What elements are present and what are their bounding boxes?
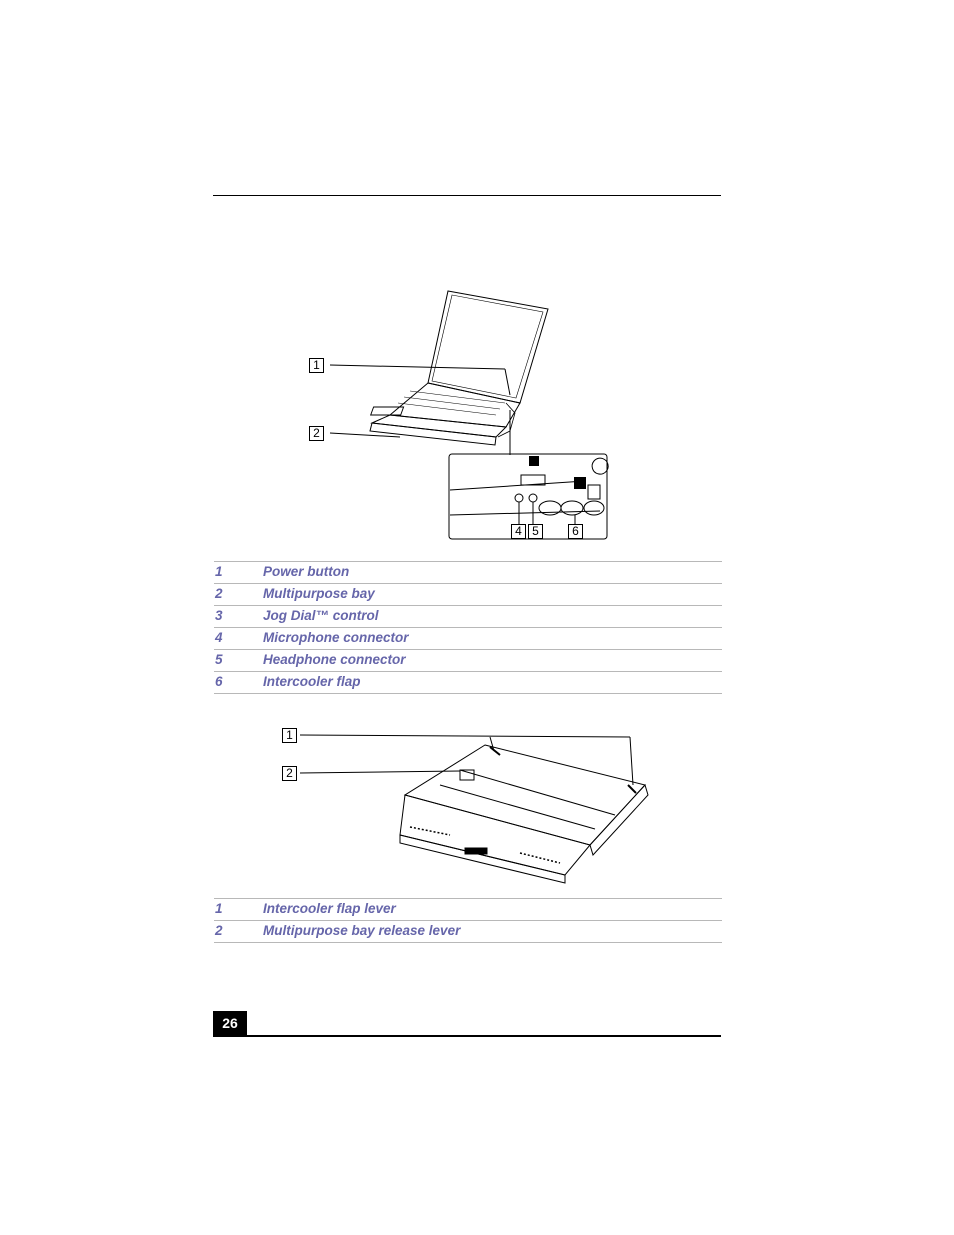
legend-row: 1 Intercooler flap lever bbox=[214, 898, 722, 921]
legend-label: Headphone connector bbox=[263, 652, 406, 667]
legend-label: Power button bbox=[263, 564, 350, 579]
legend-row: 2 Multipurpose bay release lever bbox=[214, 921, 722, 943]
legend-number: 2 bbox=[215, 923, 223, 938]
legend-row: 2 Multipurpose bay bbox=[214, 584, 722, 606]
figure1-callout-2: 2 bbox=[309, 426, 324, 441]
legend-label: Intercooler flap lever bbox=[263, 901, 396, 916]
figure1-callout-1: 1 bbox=[309, 358, 324, 373]
legend-number: 2 bbox=[215, 586, 223, 601]
legend-label: Multipurpose bay release lever bbox=[263, 923, 461, 938]
legend-label: Multipurpose bay bbox=[263, 586, 375, 601]
legend-number: 6 bbox=[215, 674, 223, 689]
legend-table-2: 1 Intercooler flap lever 2 Multipurpose ba… bbox=[214, 898, 722, 943]
legend-number: 5 bbox=[215, 652, 223, 667]
legend-label: Jog Dial™ control bbox=[263, 608, 379, 623]
laptop-bottom-illustration bbox=[299, 734, 649, 884]
legend-row: 6 Intercooler flap bbox=[214, 672, 722, 694]
figure2-callout-1: 1 bbox=[282, 728, 297, 743]
figure2-callout-2: 2 bbox=[282, 766, 297, 781]
legend-label: Microphone connector bbox=[263, 630, 409, 645]
legend-number: 4 bbox=[215, 630, 223, 645]
legend-row: 5 Headphone connector bbox=[214, 650, 722, 672]
legend-number: 1 bbox=[215, 901, 223, 916]
legend-row: 4 Microphone connector bbox=[214, 628, 722, 650]
header-rule bbox=[213, 195, 721, 196]
footer-rule bbox=[213, 1035, 721, 1037]
legend-row: 3 Jog Dial™ control bbox=[214, 606, 722, 628]
legend-label: Intercooler flap bbox=[263, 674, 361, 689]
legend-table-1: 1 Power button 2 Multipurpose bay 3 Jog Dia… bbox=[214, 561, 722, 694]
legend-row: 1 Power button bbox=[214, 561, 722, 584]
laptop-open-illustration bbox=[329, 290, 609, 540]
legend-number: 3 bbox=[215, 608, 223, 623]
legend-number: 1 bbox=[215, 564, 223, 579]
page-number: 26 bbox=[213, 1011, 247, 1036]
figure1-inset-callout-4: 4 bbox=[511, 524, 526, 539]
figure1-inset-callout-5: 5 bbox=[528, 524, 543, 539]
figure1-inset-callout-6: 6 bbox=[568, 524, 583, 539]
